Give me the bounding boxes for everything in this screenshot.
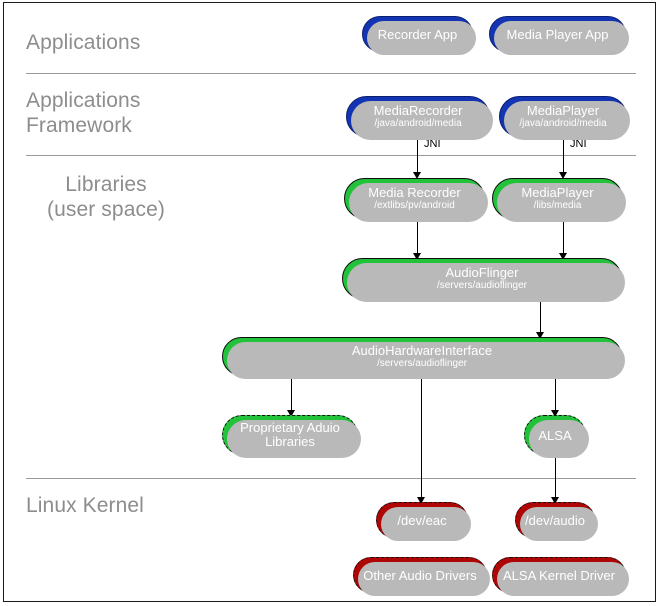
- node-mediarecorder-framework-path: /java/android/media: [374, 118, 462, 129]
- layer-label-linux-kernel: Linux Kernel: [26, 494, 144, 517]
- node-media-recorder-lib-path: /extlibs/pv/android: [374, 200, 455, 211]
- node-other-audio-drivers-title: Other Audio Drivers: [363, 567, 477, 583]
- node-audioflinger[interactable]: AudioFlinger /servers/audioflinger: [342, 258, 625, 302]
- arrowhead-mediaplayer-audioflinger: [559, 253, 567, 260]
- node-alsa-title: ALSA: [538, 427, 572, 443]
- node-audioflinger-path: /servers/audioflinger: [436, 280, 528, 291]
- node-dev-audio-title: /dev/audio: [525, 512, 585, 528]
- arrowhead-audioflinger-ahi: [536, 332, 544, 339]
- connector-mediaplayer-audioflinger: [563, 220, 565, 259]
- node-media-recorder-lib[interactable]: Media Recorder /extlibs/pv/android: [344, 178, 488, 222]
- connector-ahi-proprietary: [291, 375, 293, 415]
- node-mediaplayer-lib-path: /libs/media: [533, 200, 582, 211]
- layer-label-applications: Applications: [26, 31, 141, 54]
- node-recorder-app[interactable]: Recorder App: [362, 16, 476, 55]
- node-mediaplayer-lib[interactable]: MediaPlayer /libs/media: [492, 178, 626, 222]
- node-audiohardwareinterface-path: /servers/audioflinger: [376, 358, 468, 369]
- node-audiohardwareinterface-title: AudioHardwareInterface: [351, 343, 493, 358]
- node-mediarecorder-framework[interactable]: MediaRecorder /java/android/media: [346, 96, 493, 140]
- node-alsa-kernel-driver[interactable]: ALSA Kernel Driver: [492, 557, 629, 596]
- connector-audioflinger-ahi: [540, 298, 542, 337]
- node-mediaplayer-framework-title: MediaPlayer: [526, 103, 600, 118]
- node-mediaplayer-framework[interactable]: MediaPlayer /java/android/media: [499, 96, 630, 140]
- node-media-player-app[interactable]: Media Player App: [489, 16, 629, 55]
- edge-label-jni-recorder: JNI: [424, 138, 441, 150]
- connector-mediarecorder-jni: [417, 136, 419, 177]
- connector-alsa-dev-audio: [555, 455, 557, 502]
- node-audiohardwareinterface[interactable]: AudioHardwareInterface /servers/audiofli…: [222, 337, 625, 379]
- arrowhead-ahi-dev-eac: [417, 497, 425, 504]
- edge-label-jni-player: JNI: [570, 138, 587, 150]
- node-mediaplayer-lib-title: MediaPlayer: [521, 185, 594, 200]
- node-dev-eac[interactable]: /dev/eac: [376, 502, 471, 541]
- node-dev-audio[interactable]: /dev/audio: [515, 502, 598, 541]
- connector-ahi-alsa: [555, 375, 557, 415]
- node-mediarecorder-framework-title: MediaRecorder: [373, 103, 463, 118]
- connector-mediaplayer-jni: [563, 136, 565, 177]
- node-media-recorder-lib-title: Media Recorder: [368, 185, 461, 200]
- arrowhead-mediaplayer-jni: [559, 172, 567, 179]
- layer-label-applications-framework: Applications Framework: [26, 89, 141, 137]
- connector-mediarecorder-audioflinger: [417, 220, 419, 259]
- node-audioflinger-title: AudioFlinger: [445, 265, 519, 280]
- node-mediaplayer-framework-path: /java/android/media: [519, 118, 607, 129]
- divider-framework: [26, 155, 636, 156]
- node-proprietary-audio-libs[interactable]: Proprietary Aduio Libraries: [222, 415, 361, 458]
- node-proprietary-audio-libs-title: Proprietary Aduio: [240, 420, 340, 435]
- arrowhead-ahi-alsa: [551, 410, 559, 417]
- divider-kernel: [26, 478, 636, 479]
- node-alsa[interactable]: ALSA: [524, 415, 589, 458]
- arrowhead-mediarecorder-jni: [413, 172, 421, 179]
- arrowhead-ahi-proprietary: [287, 410, 295, 417]
- node-media-player-app-title: Media Player App: [506, 26, 609, 42]
- node-dev-eac-title: /dev/eac: [397, 512, 447, 528]
- connector-ahi-dev-eac: [421, 375, 423, 502]
- arrowhead-mediarecorder-audioflinger: [413, 253, 421, 260]
- layer-label-libraries: Libraries (user space): [47, 173, 165, 221]
- node-recorder-app-title: Recorder App: [377, 26, 458, 42]
- node-proprietary-audio-libs-title2: Libraries: [265, 434, 315, 449]
- node-alsa-kernel-driver-title: ALSA Kernel Driver: [503, 567, 615, 583]
- divider-applications: [26, 73, 636, 74]
- arrowhead-alsa-dev-audio: [551, 497, 559, 504]
- node-other-audio-drivers[interactable]: Other Audio Drivers: [353, 557, 490, 596]
